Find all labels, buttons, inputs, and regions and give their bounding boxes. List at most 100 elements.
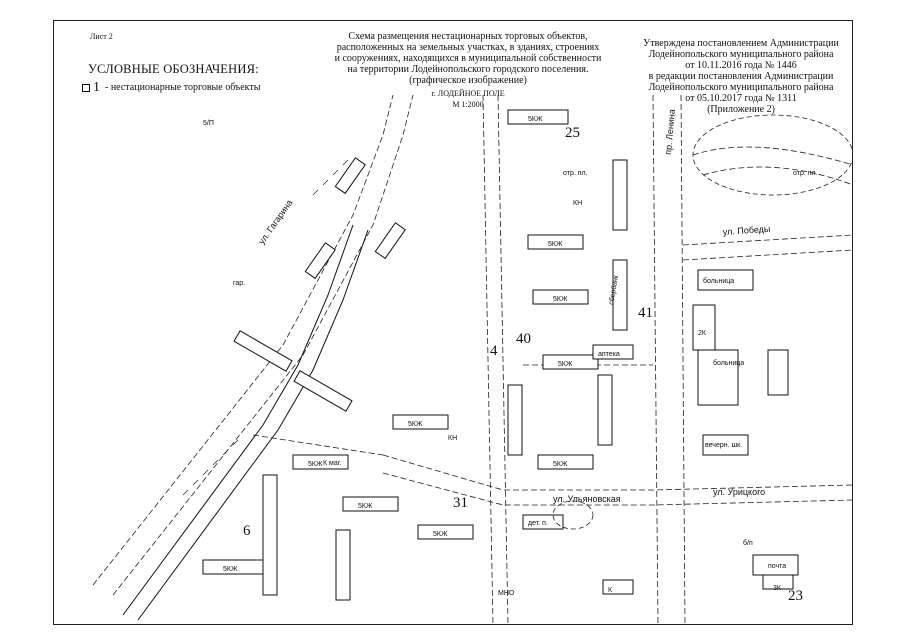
map-svg: 25 4 40 41 6 31 23 ул. Победы пр. Ленина… xyxy=(92,95,853,625)
object-number: 31 xyxy=(453,495,468,511)
building-label: КН xyxy=(573,200,582,207)
buildings xyxy=(202,109,799,601)
city-name: г. ЛОДЕЙНОЕ ПОЛЕ xyxy=(431,89,505,98)
object-number: 6 xyxy=(243,523,251,539)
building-label: больница xyxy=(713,359,744,367)
title-line: на территории Лодейнопольского городског… xyxy=(347,64,589,75)
hatch-marks xyxy=(182,439,239,496)
building-block xyxy=(702,434,749,456)
building-label: 5КЖ xyxy=(558,361,573,368)
sports-field xyxy=(552,500,594,530)
legend-square-icon xyxy=(82,83,90,92)
building-block xyxy=(527,234,584,250)
building-block xyxy=(507,384,523,456)
hatch-marks xyxy=(312,159,349,196)
sports-field xyxy=(692,114,853,196)
building-label: дет. п. xyxy=(528,520,548,527)
building-block xyxy=(697,349,739,406)
building-label: б/п xyxy=(743,539,753,547)
map-frame xyxy=(53,20,853,625)
hatching xyxy=(182,159,349,496)
road-ulyanovskaya xyxy=(382,454,853,491)
building-block xyxy=(293,370,353,412)
approval-line: Утверждена постановлением Администрации xyxy=(643,38,839,49)
building-block xyxy=(292,454,349,470)
building-block xyxy=(612,259,628,331)
title-line: и сооружениях, находящихся в муниципальн… xyxy=(334,53,602,64)
building-label: больница xyxy=(703,277,734,285)
street-label: ул. Победы xyxy=(722,224,770,237)
road-ulyanovskaya-edge xyxy=(382,472,853,506)
building-block xyxy=(532,289,589,305)
road-prospekt-edge xyxy=(680,95,686,625)
map-scale: М 1:2000 xyxy=(452,100,484,109)
road-diagonal-main xyxy=(92,95,394,586)
road-vertical-1-edge xyxy=(497,95,509,625)
building-block xyxy=(342,496,399,512)
object-number: 40 xyxy=(516,331,531,347)
legend-title: УСЛОВНЫЕ ОБОЗНАЧЕНИЯ: xyxy=(88,62,259,76)
road-lines xyxy=(92,95,853,625)
legend-text: - нестационарные торговые объекты xyxy=(105,82,261,93)
approval-line: (Приложение 2) xyxy=(707,104,775,115)
building-block xyxy=(542,354,599,370)
legend-row: 1 - нестационарные торговые объекты xyxy=(82,80,261,95)
road-diagonal-main-edge xyxy=(112,95,414,596)
approval-line: Лодейнопольского муниципального района xyxy=(648,82,834,93)
road-vertical-1 xyxy=(482,95,494,625)
building-label: 5КЖ xyxy=(553,296,568,303)
sheet-number: Лист 2 xyxy=(90,32,113,41)
building-label: 3К xyxy=(773,585,782,592)
approval-line: от 05.10.2017 года № 1311 xyxy=(685,93,797,104)
building-block xyxy=(537,454,594,470)
approval-line: в редакции постановления Администрации xyxy=(648,71,834,82)
building-block xyxy=(767,349,789,396)
boulevard-right xyxy=(137,229,369,621)
boulevard-left xyxy=(122,224,354,616)
title-line: (графическое изображение) xyxy=(409,75,527,86)
building-label: 5КЖ xyxy=(308,461,323,468)
building-label: 5/П xyxy=(203,120,214,127)
object-number: 41 xyxy=(638,305,653,321)
building-block xyxy=(262,474,278,596)
road-prospekt xyxy=(652,95,659,625)
building-block xyxy=(602,579,634,595)
building-block xyxy=(233,330,293,372)
building-label: аптека xyxy=(598,351,620,358)
legend-number: 1 xyxy=(93,80,100,95)
building-label: почта xyxy=(768,563,786,570)
building-label: 5КЖ xyxy=(553,461,568,468)
building-block xyxy=(697,269,754,291)
map-drawing: 25 4 40 41 6 31 23 ул. Победы пр. Ленина… xyxy=(53,95,853,625)
building-label: 2К xyxy=(698,330,707,337)
road-north-edge xyxy=(702,166,853,186)
building-block xyxy=(304,242,336,280)
building-block xyxy=(374,222,406,260)
building-label: К маг. xyxy=(323,460,341,467)
object-number: 4 xyxy=(490,343,498,359)
building-block xyxy=(522,514,564,530)
building-block xyxy=(335,529,351,601)
building-block xyxy=(507,109,569,125)
boulevard xyxy=(122,224,369,621)
building-label: 5КЖ xyxy=(528,116,543,123)
building-block xyxy=(417,524,474,540)
title-line: Схема размещения нестационарных торговых… xyxy=(348,31,588,42)
street-label: пр. Ленина xyxy=(663,109,677,155)
approval-line: Лодейнопольского муниципального района xyxy=(648,49,834,60)
object-number: 23 xyxy=(788,588,803,604)
building-block xyxy=(392,414,449,430)
title-block: Схема размещения нестационарных торговых… xyxy=(318,31,618,110)
street-label: ул. Ульяновская xyxy=(553,494,621,504)
object-number-group: 25 4 40 41 6 31 23 xyxy=(243,125,803,604)
building-block xyxy=(762,574,794,590)
building-label: 5КЖ xyxy=(358,503,373,510)
building-label: 5КЖ xyxy=(548,241,563,248)
building-label: отр. пл. xyxy=(563,170,588,177)
object-number: 25 xyxy=(565,125,580,141)
building-block xyxy=(597,374,613,446)
street-label: ул. Урицкого xyxy=(713,487,765,497)
approval-block: Утверждена постановлением Администрации … xyxy=(636,38,846,115)
road-pobedy-edge xyxy=(682,249,853,261)
building-label: КН xyxy=(448,435,457,442)
